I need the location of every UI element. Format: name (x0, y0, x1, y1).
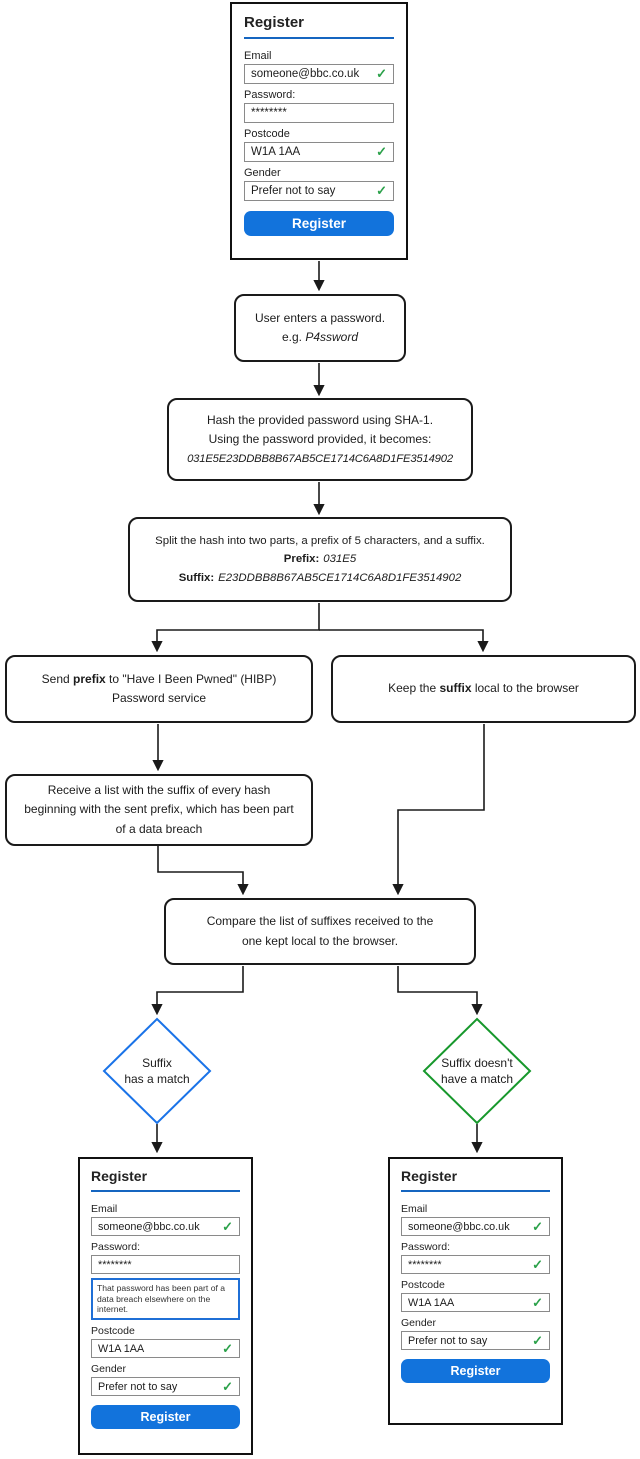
step-text: one kept local to the browser. (241, 933, 399, 948)
register-button[interactable]: Register (91, 1405, 240, 1430)
step-text: Hash the provided password using SHA-1. (206, 413, 434, 428)
email-field[interactable]: someone@bbc.co.uk ✓ (401, 1217, 550, 1236)
decision-diamond-no-match (422, 1017, 532, 1125)
valid-check-icon: ✓ (532, 1332, 543, 1348)
email-label: Email (244, 50, 272, 62)
register-form-initial: Register Email someone@bbc.co.uk ✓ Passw… (230, 2, 408, 260)
password-value: ******** (408, 1258, 442, 1271)
password-label: Password: (91, 1241, 141, 1253)
email-field[interactable]: someone@bbc.co.uk ✓ (244, 64, 394, 84)
postcode-field[interactable]: W1A 1AA ✓ (244, 142, 394, 162)
postcode-field[interactable]: W1A 1AA ✓ (401, 1293, 550, 1312)
valid-check-icon: ✓ (376, 66, 387, 81)
gender-field[interactable]: Prefer not to say ✓ (91, 1377, 240, 1397)
register-button[interactable]: Register (244, 211, 394, 236)
step-text: User enters a password. (254, 310, 386, 325)
register-button[interactable]: Register (401, 1359, 550, 1383)
step-send-prefix: Send prefix to "Have I Been Pwned" (HIBP… (5, 655, 313, 723)
email-field[interactable]: someone@bbc.co.uk ✓ (91, 1217, 240, 1236)
password-field[interactable]: ******** ✓ (401, 1255, 550, 1274)
form-title: Register (244, 14, 305, 31)
postcode-value: W1A 1AA (408, 1296, 455, 1309)
email-value: someone@bbc.co.uk (408, 1220, 510, 1233)
postcode-label: Postcode (244, 128, 290, 140)
gender-value: Prefer not to say (98, 1380, 178, 1393)
gender-value: Prefer not to say (251, 185, 336, 197)
password-label: Password: (401, 1241, 451, 1253)
postcode-label: Postcode (401, 1279, 445, 1291)
email-label: Email (401, 1203, 428, 1215)
breach-warning-message: That password has been part of a data br… (91, 1278, 240, 1321)
password-field[interactable]: ******** (91, 1255, 240, 1274)
register-form-valid: Register Email someone@bbc.co.uk ✓ Passw… (388, 1157, 563, 1425)
gender-field[interactable]: Prefer not to say ✓ (244, 181, 394, 201)
step-split-hash: Split the hash into two parts, a prefix … (128, 517, 512, 602)
gender-field[interactable]: Prefer not to say ✓ (401, 1331, 550, 1350)
arrow-compare-to-nomatch (397, 966, 483, 1016)
arrow-split-to-send (151, 603, 320, 653)
valid-check-icon: ✓ (222, 1378, 233, 1394)
password-value: ******** (251, 107, 287, 119)
form-title: Register (401, 1168, 458, 1184)
step-text: Using the password provided, it becomes: (208, 432, 432, 447)
step-text: Split the hash into two parts, a prefix … (155, 535, 485, 548)
hash-value: 031E5E23DDBB8B67AB5CE1714C6A8D1FE3514902 (187, 452, 453, 465)
gender-label: Gender (91, 1363, 127, 1376)
title-underline (401, 1190, 550, 1192)
arrow-compare-to-match (151, 966, 244, 1016)
arrow-split-to-keep (319, 629, 489, 653)
form-title: Register (91, 1168, 148, 1184)
title-underline (244, 37, 394, 39)
email-label: Email (91, 1203, 118, 1215)
register-form-breached: Register Email someone@bbc.co.uk ✓ Passw… (78, 1157, 253, 1455)
step-text: Compare the list of suffixes received to… (206, 914, 434, 929)
password-field[interactable]: ******** (244, 103, 394, 123)
arrow-keep-to-compare (392, 724, 485, 896)
postcode-value: W1A 1AA (98, 1342, 145, 1355)
decision-diamond-match (102, 1017, 212, 1125)
postcode-field[interactable]: W1A 1AA ✓ (91, 1339, 240, 1359)
arrow-receive-to-compare (157, 846, 249, 896)
suffix-line: Suffix:E23DDBB8B67AB5CE1714C6A8D1FE35149… (178, 571, 462, 584)
step-hash-password: Hash the provided password using SHA-1. … (167, 398, 473, 481)
valid-check-icon: ✓ (532, 1256, 543, 1272)
valid-check-icon: ✓ (222, 1340, 233, 1356)
postcode-label: Postcode (91, 1325, 135, 1338)
step-text: Keep the suffix local to the browser (388, 681, 579, 696)
step-user-enters-password: User enters a password. e.g. P4ssword (234, 294, 406, 362)
prefix-line: Prefix:031E5 (283, 553, 357, 566)
gender-label: Gender (401, 1317, 437, 1329)
title-underline (91, 1190, 240, 1192)
email-value: someone@bbc.co.uk (251, 68, 360, 80)
postcode-value: W1A 1AA (251, 146, 301, 158)
email-value: someone@bbc.co.uk (98, 1220, 200, 1233)
step-text: Receive a list with the suffix of every … (24, 783, 294, 836)
valid-check-icon: ✓ (376, 183, 387, 198)
password-label: Password: (244, 89, 296, 101)
step-example: e.g. P4ssword (281, 330, 359, 344)
step-receive-list: Receive a list with the suffix of every … (5, 774, 313, 846)
gender-value: Prefer not to say (408, 1334, 488, 1347)
valid-check-icon: ✓ (532, 1218, 543, 1234)
gender-label: Gender (244, 167, 281, 179)
valid-check-icon: ✓ (376, 144, 387, 159)
valid-check-icon: ✓ (222, 1218, 233, 1234)
step-text: Send prefix to "Have I Been Pwned" (HIBP… (41, 671, 277, 705)
valid-check-icon: ✓ (532, 1294, 543, 1310)
decision-no-match-label: Suffix doesn't have a match (440, 1056, 514, 1087)
decision-match-label: Suffix has a match (124, 1056, 190, 1087)
step-keep-suffix: Keep the suffix local to the browser (331, 655, 636, 723)
step-compare-suffixes: Compare the list of suffixes received to… (164, 898, 476, 965)
password-value: ******** (98, 1258, 132, 1271)
